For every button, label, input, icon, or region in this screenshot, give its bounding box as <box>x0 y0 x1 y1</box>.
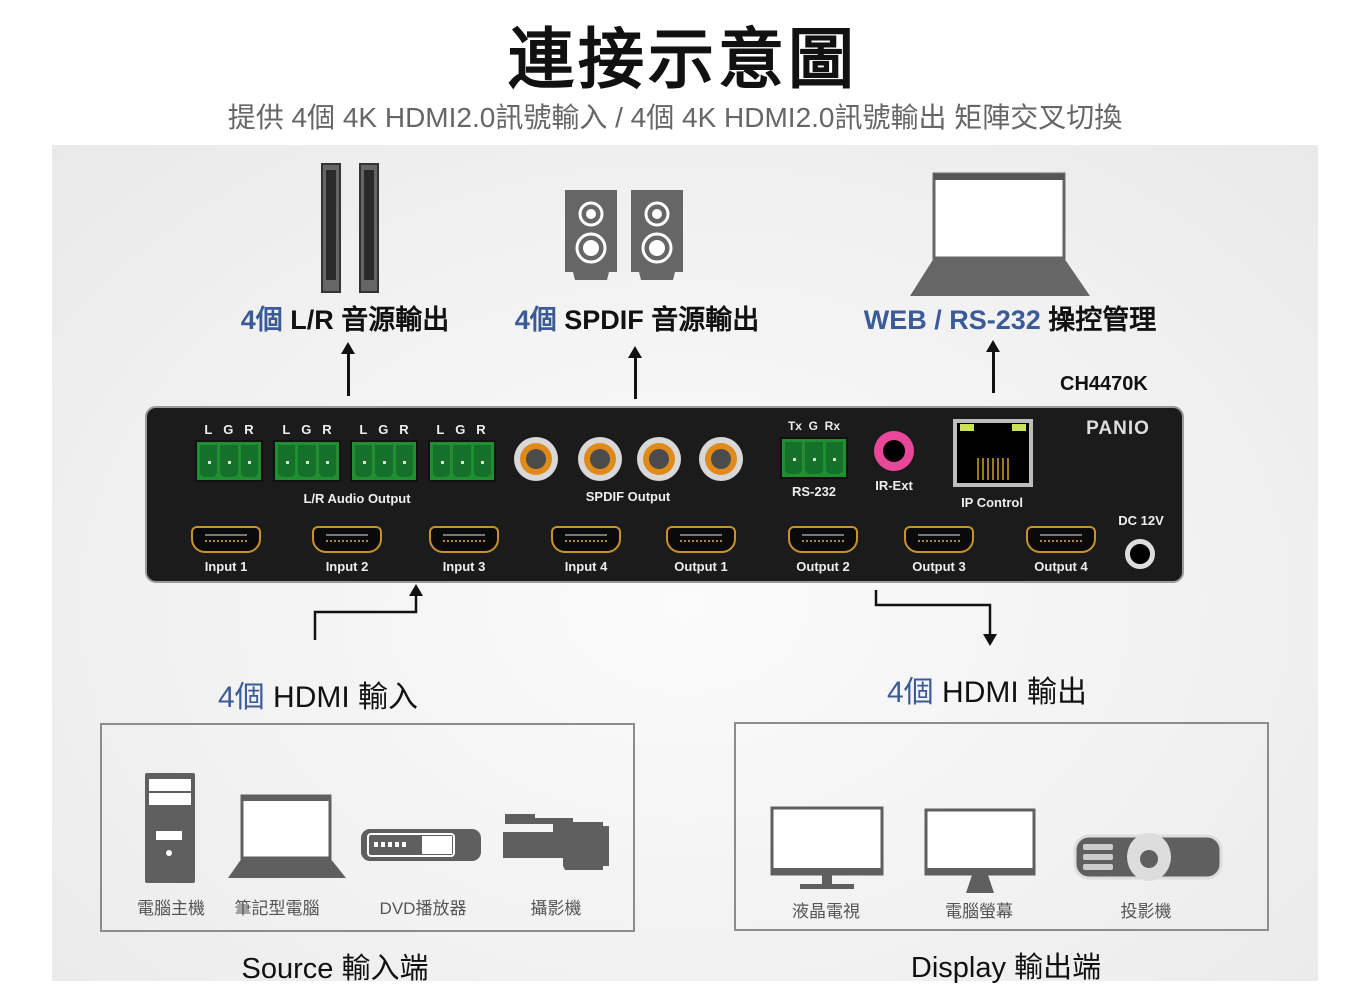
hdmi-port-label: Input 3 <box>442 559 486 574</box>
ethernet-port-icon <box>953 419 1033 487</box>
label-prefix: WEB / RS-232 <box>863 305 1041 335</box>
device-rear-panel: L G R L G R L G R L G R L/R Audio Output… <box>145 406 1184 583</box>
brand-logo: PANIO <box>1086 418 1150 439</box>
dc-12v-label: DC 12V <box>1118 513 1164 528</box>
label-text: 操控管理 <box>1048 305 1157 335</box>
rs232-label: RS-232 <box>791 484 837 499</box>
audio-bar-icon <box>321 163 379 293</box>
display-device-label: 電腦螢幕 <box>945 902 1013 921</box>
hdmi-port-label: Input 2 <box>325 559 369 574</box>
output-arrow <box>874 590 992 636</box>
source-title: Source 輸入端 <box>241 953 429 985</box>
hdmi-port-label: Output 3 <box>912 559 966 574</box>
label-text: L/R 音源輸出 <box>290 305 450 335</box>
speakers-icon <box>565 190 683 280</box>
hdmi-input-1-port <box>191 526 261 553</box>
input-arrow <box>313 594 418 640</box>
page-title: 連接示意圖 <box>508 21 858 98</box>
lgr-labels: L G R <box>359 422 409 437</box>
hdmi-port-label: Output 2 <box>796 559 850 574</box>
dvd-player-icon <box>361 829 481 861</box>
computer-monitor-icon <box>924 808 1036 893</box>
spdif-port-3 <box>637 437 681 481</box>
hdmi-output-label: 4個 HDMI 輸出 <box>887 676 1088 709</box>
spdif-output-label: SPDIF Output <box>585 489 671 504</box>
display-device-label: 液晶電視 <box>792 902 860 921</box>
hdmi-port-label: Input 4 <box>564 559 608 574</box>
lgr-labels: L G R <box>282 422 332 437</box>
laptop-icon <box>910 172 1090 296</box>
lr-audio-output-label: L/R Audio Output <box>303 491 411 506</box>
spdif-port-4 <box>699 437 743 481</box>
rs232-terminal <box>780 437 848 479</box>
hdmi-port-label: Output 1 <box>674 559 728 574</box>
arrow-up-icon <box>409 584 423 596</box>
page-subtitle: 提供 4個 4K HDMI2.0訊號輸入 / 4個 4K HDMI2.0訊號輸出… <box>227 102 1123 133</box>
rs232-pin-labels: Tx G Rx <box>787 419 841 433</box>
hdmi-input-label: 4個 HDMI 輸入 <box>218 681 419 714</box>
hdmi-port-label: Output 4 <box>1034 559 1088 574</box>
display-devices-box <box>734 722 1269 931</box>
count: 4個 <box>240 305 283 335</box>
hdmi-port-label: Input 1 <box>204 559 248 574</box>
hdmi-output-3-port <box>904 526 974 553</box>
dc-power-jack <box>1125 539 1155 569</box>
hdmi-output-4-port <box>1026 526 1096 553</box>
label-text: SPDIF 音源輸出 <box>564 305 760 335</box>
hdmi-input-2-port <box>312 526 382 553</box>
lgr-labels: L G R <box>204 422 254 437</box>
count: 4個 <box>514 305 557 335</box>
display-device-label: 投影機 <box>1120 902 1172 921</box>
arrow-up-icon <box>986 340 1000 393</box>
hdmi-flow-arrows <box>313 584 997 646</box>
model-number: CH4470K <box>1060 373 1148 395</box>
lr-audio-output-label: 4個 L/R 音源輸出 <box>241 298 450 337</box>
lr-audio-terminal-1 <box>195 440 263 482</box>
hdmi-output-1-port <box>666 526 736 553</box>
spdif-port-1 <box>514 437 558 481</box>
source-device-label: 電腦主機 <box>137 899 205 918</box>
source-device-label: 筆記型電腦 <box>234 899 320 918</box>
lcd-tv-icon <box>770 806 884 889</box>
ir-ext-label: IR-Ext <box>875 478 913 493</box>
spdif-output-label: 4個 SPDIF 音源輸出 <box>515 298 760 337</box>
lr-audio-terminal-2 <box>273 440 341 482</box>
arrow-up-icon <box>341 342 355 396</box>
hdmi-input-3-port <box>429 526 499 553</box>
ir-ext-port <box>874 431 914 471</box>
ip-control-label: IP Control <box>961 495 1023 510</box>
source-device-label: 攝影機 <box>530 899 582 918</box>
projector-icon <box>1073 833 1223 881</box>
source-devices-box <box>100 723 635 932</box>
hdmi-output-2-port <box>788 526 858 553</box>
arrow-down-icon <box>983 634 997 646</box>
video-camera-icon <box>503 814 609 870</box>
laptop-icon <box>228 794 346 878</box>
arrow-up-icon <box>628 346 642 399</box>
spdif-port-2 <box>578 437 622 481</box>
source-device-label: DVD播放器 <box>379 899 467 918</box>
desktop-pc-icon <box>145 773 195 883</box>
control-label: WEB / RS-232 操控管理 <box>864 298 1157 337</box>
lr-audio-terminal-4 <box>428 440 496 482</box>
lgr-labels: L G R <box>436 422 486 437</box>
hdmi-input-4-port <box>551 526 621 553</box>
display-title: Display 輸出端 <box>910 952 1102 984</box>
lr-audio-terminal-3 <box>350 440 418 482</box>
